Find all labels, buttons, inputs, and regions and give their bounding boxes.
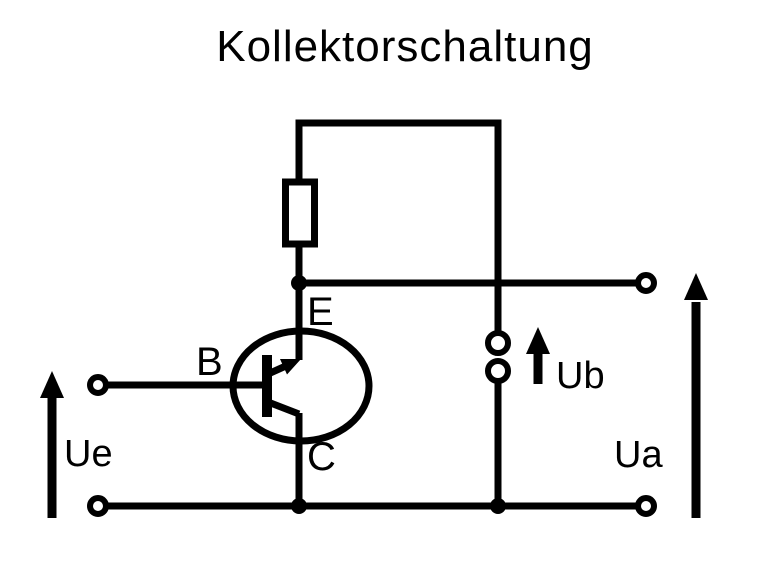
diagram-title: Kollektorschaltung (216, 22, 594, 71)
ub-arrow-icon (526, 327, 550, 384)
terminal-input-bottom (87, 495, 109, 517)
terminal-input-top (87, 374, 109, 396)
transistor-collector-lead (266, 398, 301, 418)
transistor-emitter-arrow-icon (280, 359, 301, 375)
output-voltage-label: Ua (614, 434, 663, 476)
input-voltage-label: Ue (64, 433, 113, 475)
resistor-symbol (282, 178, 318, 248)
battery-terminal-top (485, 330, 511, 356)
emitter-label: E (307, 290, 334, 334)
base-label: B (196, 340, 223, 384)
junction-emitter-node (291, 275, 307, 291)
battery-terminal-bottom (485, 358, 511, 384)
junction-collector-node (291, 498, 307, 514)
npn-transistor-symbol (229, 327, 373, 445)
junction-dots (291, 275, 506, 514)
collector-label: C (307, 435, 336, 479)
terminal-output-bottom (635, 495, 657, 517)
ue-arrow-icon (40, 371, 64, 518)
terminals (87, 272, 657, 517)
terminal-output-top (635, 272, 657, 294)
transistor-circle (229, 327, 373, 445)
supply-voltage-label: Ub (556, 355, 605, 397)
wires (107, 119, 637, 510)
voltage-arrows (40, 273, 708, 518)
ua-arrow-icon (684, 273, 708, 518)
junction-supply-node (490, 498, 506, 514)
